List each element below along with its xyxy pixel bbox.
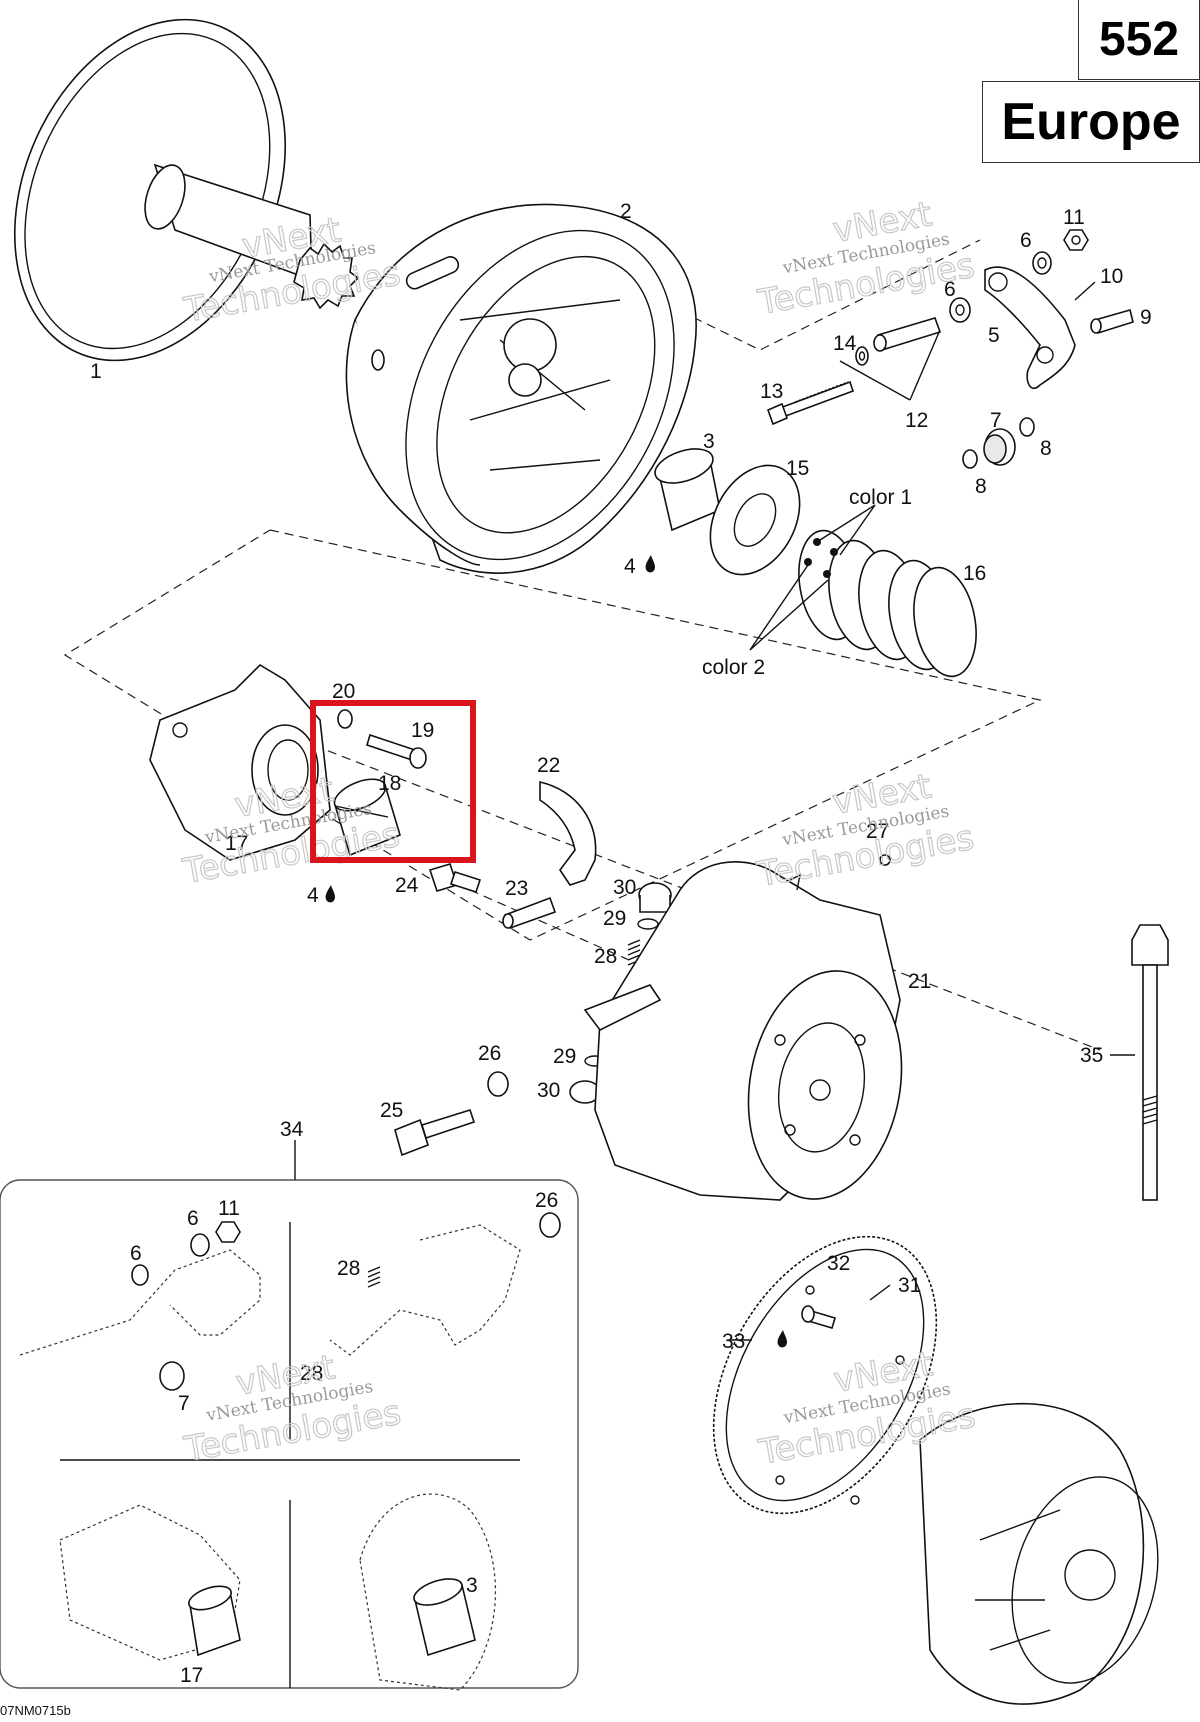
label-part-29a: 29: [603, 907, 626, 930]
label-color-1: color 1: [849, 486, 912, 509]
page-number: 552: [1078, 0, 1200, 80]
part-6-bushing-a: [1032, 251, 1052, 275]
part-9-roller-pin: [1090, 309, 1134, 335]
label-part-22: 22: [537, 754, 560, 777]
part-18-bushing: [333, 778, 401, 857]
part-15-spring-seat: [709, 464, 801, 576]
label-part-1: 1: [90, 360, 102, 383]
label-part-16: 16: [963, 562, 986, 585]
label-inset-part-28a: 28: [337, 1257, 360, 1280]
label-part-30b: 30: [537, 1079, 560, 1102]
label-part-33: 33: [722, 1330, 745, 1353]
label-inset-part-26: 26: [535, 1189, 558, 1212]
label-inset-part-3: 3: [466, 1574, 478, 1597]
part-10-pin: [1074, 281, 1096, 301]
label-part-29b: 29: [553, 1045, 576, 1068]
part-6-bushing-b: [949, 297, 971, 323]
label-part-4b: 4: [307, 884, 319, 907]
drawing-code: 07NM0715b: [0, 1703, 71, 1718]
label-part-4a: 4: [624, 555, 636, 578]
label-part-25: 25: [380, 1099, 403, 1122]
leader-lines: [730, 329, 1135, 1341]
part-32-screw: [801, 1305, 836, 1329]
label-part-34: 34: [280, 1118, 304, 1141]
label-inset-part-28b: 28: [300, 1362, 323, 1385]
label-inset-part-17: 17: [180, 1664, 203, 1687]
label-part-21: 21: [908, 970, 931, 993]
label-part-6a: 6: [1020, 229, 1032, 252]
part-3-bushing: [654, 448, 721, 532]
part-23-pin: [502, 896, 557, 930]
part-24-bolt: [428, 863, 482, 894]
label-inset-part-6c: 6: [187, 1207, 199, 1230]
label-part-7: 7: [990, 409, 1002, 432]
part-28-spring: [627, 939, 641, 966]
part-12-spacer: [873, 317, 942, 352]
region-label: Europe: [982, 81, 1200, 163]
part-5-roller-arm: [984, 266, 1076, 390]
label-part-20: 20: [332, 680, 355, 703]
label-part-24: 24: [395, 874, 419, 897]
label-part-27: 27: [866, 820, 889, 843]
label-part-9: 9: [1140, 306, 1152, 329]
label-part-3: 3: [703, 430, 715, 453]
label-part-19: 19: [411, 719, 434, 742]
label-part-35: 35: [1080, 1044, 1103, 1067]
part-21-spider-hub: [583, 861, 903, 1201]
label-color-2: color 2: [702, 656, 765, 679]
label-part-17: 17: [225, 832, 248, 855]
kit-34-contents: [19, 1212, 561, 1691]
part-25-bolt: [394, 1109, 476, 1157]
part-35-puller-bolt: [1131, 924, 1169, 1201]
label-part-13: 13: [760, 380, 783, 403]
label-part-31: 31: [898, 1274, 921, 1297]
part-14-washer: [855, 346, 869, 366]
part-31-ring-gear: [712, 1235, 938, 1515]
label-inset-part-7: 7: [178, 1392, 190, 1415]
part-26-washer: [487, 1071, 509, 1097]
label-part-8b: 8: [975, 475, 987, 498]
lubricant-drops: [325, 555, 787, 1348]
label-part-5: 5: [988, 324, 1000, 347]
part-29-oring-upper: [637, 918, 659, 930]
part-27-pin: [879, 854, 891, 866]
label-inset-part-6d: 6: [130, 1242, 142, 1265]
label-part-18: 18: [378, 772, 401, 795]
part-11-nut: [1063, 229, 1089, 251]
kit-34-box: [0, 1140, 579, 1689]
part-17-governor-cup: [149, 663, 331, 861]
part-13-bolt: [766, 380, 855, 426]
label-part-8a: 8: [1040, 437, 1052, 460]
part-20-washer: [337, 709, 353, 729]
label-part-30a: 30: [613, 876, 636, 899]
part-8-washers: [962, 417, 1035, 469]
secondary-housing: [919, 1402, 1159, 1705]
label-part-32: 32: [827, 1252, 850, 1275]
label-inset-part-11: 11: [218, 1197, 240, 1220]
part-30-cap-upper: [638, 882, 672, 913]
label-part-6b: 6: [944, 278, 956, 301]
label-part-11: 11: [1063, 206, 1085, 229]
label-part-12: 12: [905, 409, 928, 432]
part-7-roller: [983, 428, 1016, 466]
label-part-10: 10: [1100, 265, 1123, 288]
label-part-14: 14: [833, 332, 857, 355]
part-16-spring: [798, 529, 977, 678]
part-1-fixed-sheave: [13, 18, 360, 362]
label-part-15: 15: [786, 457, 809, 480]
part-2-movable-sheave: [345, 203, 697, 574]
label-part-23: 23: [505, 877, 528, 900]
part-labels: 1 2 3 4 4 5 6 6 7 8 8 9 10 11 12 13 14 1…: [90, 200, 1152, 1687]
highlight-box-parts-18-20: [310, 700, 476, 863]
label-part-26: 26: [478, 1042, 501, 1065]
label-part-28: 28: [594, 945, 617, 968]
label-part-2: 2: [620, 200, 632, 223]
part-22-cam-arm: [539, 780, 597, 886]
part-19-screw: [366, 733, 427, 769]
